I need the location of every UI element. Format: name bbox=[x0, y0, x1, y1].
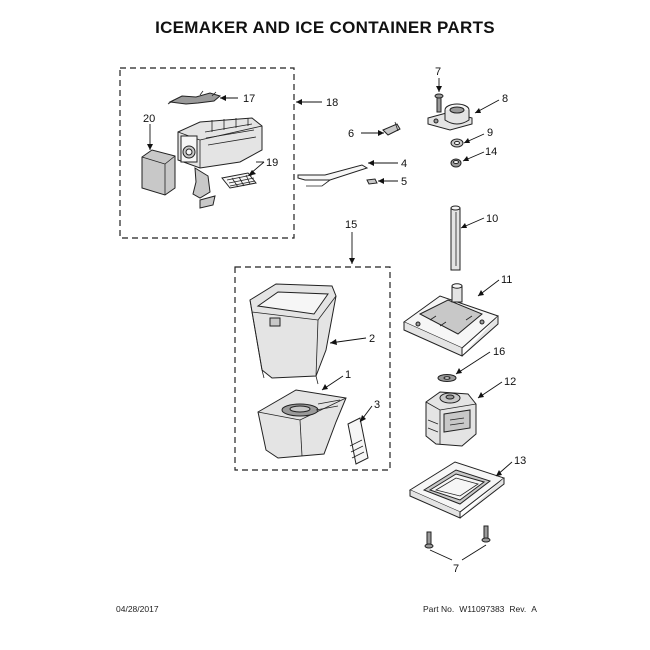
callout-11: 11 bbox=[501, 274, 512, 286]
callout-19: 19 bbox=[266, 157, 278, 169]
part-9-washer bbox=[450, 138, 464, 148]
callout-2: 2 bbox=[369, 333, 375, 345]
part-no-label: Part No. bbox=[423, 604, 455, 614]
part-1-container-base bbox=[257, 389, 347, 459]
callout-7-bottom: 7 bbox=[453, 563, 459, 575]
callout-14: 14 bbox=[485, 146, 497, 158]
callout-1: 1 bbox=[345, 369, 351, 381]
callout-9: 9 bbox=[487, 127, 493, 139]
part-17-wire-harness bbox=[167, 90, 222, 105]
callout-18: 18 bbox=[326, 97, 338, 109]
callout-16: 16 bbox=[493, 346, 505, 358]
callout-17: 17 bbox=[243, 93, 255, 105]
callout-10: 10 bbox=[486, 213, 498, 225]
callout-labels: 17 20 18 19 6 4 5 7 8 9 14 10 15 11 2 16… bbox=[143, 66, 526, 575]
part-13-mounting-plate bbox=[408, 461, 506, 519]
callout-5: 5 bbox=[401, 176, 407, 188]
callout-15: 15 bbox=[345, 219, 357, 231]
part-4-arm bbox=[297, 164, 369, 187]
ice-container-group-box bbox=[234, 266, 391, 471]
callout-3: 3 bbox=[374, 399, 380, 411]
part-10-auger-shaft bbox=[450, 205, 461, 271]
part-7-screw-top bbox=[434, 93, 444, 113]
callout-4: 4 bbox=[401, 158, 407, 170]
footer-part-number: Part No. W11097383 Rev. A bbox=[423, 604, 542, 614]
diagram-title: ICEMAKER AND ICE CONTAINER PARTS bbox=[155, 18, 495, 37]
icemaker-assembly-group-box bbox=[119, 67, 295, 239]
footer-date: 04/28/2017 bbox=[116, 604, 159, 614]
callout-20: 20 bbox=[143, 113, 155, 125]
rev-value: A bbox=[531, 604, 537, 614]
callout-12: 12 bbox=[504, 376, 516, 388]
callout-6: 6 bbox=[348, 128, 354, 140]
part-no-value: W11097383 bbox=[459, 604, 505, 614]
callout-7-top: 7 bbox=[435, 66, 441, 78]
callout-13: 13 bbox=[514, 455, 526, 467]
part-11-gear-case bbox=[403, 283, 499, 357]
part-6-bracket bbox=[382, 121, 401, 136]
part-3-chute-door bbox=[347, 417, 369, 465]
leader-lines bbox=[147, 78, 513, 561]
callout-8: 8 bbox=[502, 93, 508, 105]
part-14-spacer bbox=[450, 158, 462, 168]
part-19-grille bbox=[199, 172, 257, 209]
part-2-ice-bucket bbox=[249, 283, 337, 385]
part-7-screws-bottom bbox=[424, 525, 491, 549]
part-20-icemaker-cover bbox=[141, 149, 176, 196]
part-16-washer bbox=[437, 374, 457, 382]
part-5-clip bbox=[366, 178, 378, 185]
rev-label: Rev. bbox=[509, 604, 527, 614]
icemaker-body bbox=[177, 117, 263, 199]
part-8-bearing-housing bbox=[427, 103, 473, 131]
part-12-motor bbox=[425, 391, 477, 447]
